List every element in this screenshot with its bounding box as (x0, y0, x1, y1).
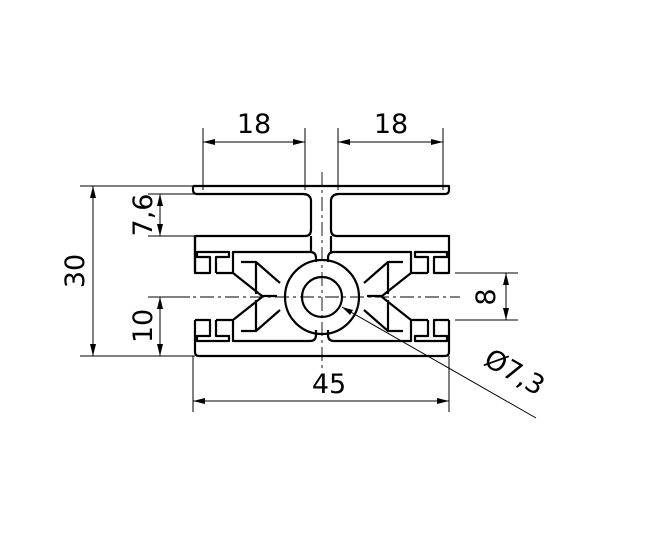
dim-slot-height-left: 10 (128, 296, 190, 356)
dim-overall-width: 45 (192, 356, 450, 412)
bottom-right-slot (413, 318, 449, 343)
profile-outline (191, 184, 451, 358)
dim-bore-diameter-label: Ø7,3 (479, 343, 550, 402)
dim-flange-offset: 7,6 (128, 193, 198, 237)
dim-top-left: 18 (202, 109, 306, 190)
top-flange (193, 184, 451, 275)
center-lines (150, 172, 460, 368)
center-web (309, 236, 333, 252)
dim-slot-height-right: 8 (455, 272, 518, 321)
dim-overall-height: 30 (60, 185, 195, 357)
inner-right-cavity (326, 250, 428, 343)
dim-top-right: 18 (337, 109, 444, 190)
dim-slot-height-left-label: 10 (128, 309, 159, 343)
dim-top-right-label: 18 (374, 109, 408, 140)
dim-slot-height-right-label: 8 (471, 288, 502, 305)
dim-flange-offset-label: 7,6 (128, 194, 159, 237)
bottom-left-slot (195, 318, 231, 343)
dim-top-left-label: 18 (237, 109, 271, 140)
dim-overall-width-label: 45 (312, 369, 346, 400)
dim-overall-height-label: 30 (60, 254, 91, 288)
inner-left-cavity (216, 250, 318, 343)
